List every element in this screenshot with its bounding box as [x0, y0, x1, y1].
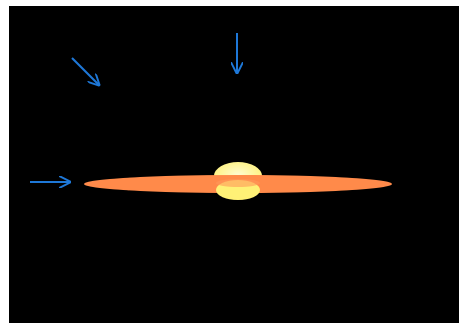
arrow-diagonal-icon [71, 57, 99, 85]
galaxy [84, 162, 392, 200]
galaxy-bulge-mid [216, 179, 260, 187]
